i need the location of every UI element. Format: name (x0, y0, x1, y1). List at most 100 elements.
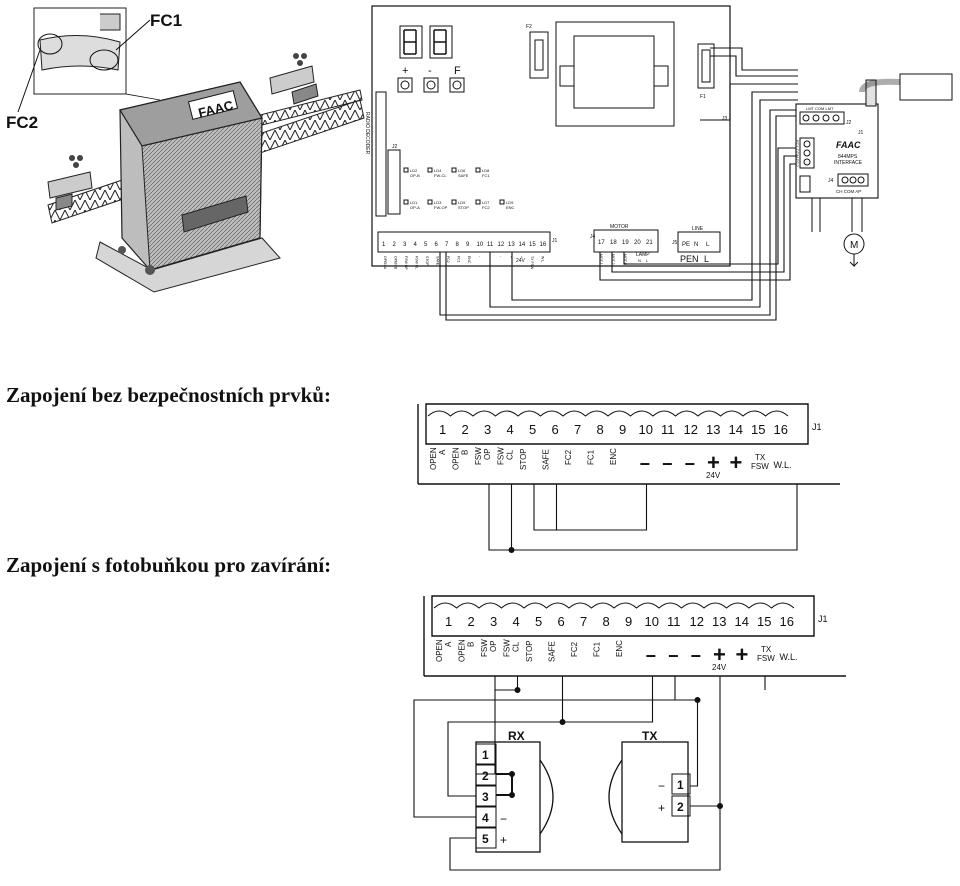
d1-terminal-4: 4 (507, 422, 514, 437)
board-j1-terminal-15: 15 (529, 242, 536, 248)
board-key-label-1: - (428, 65, 432, 77)
board-key-1 (423, 77, 439, 93)
d1-func-2-0: FSW (474, 447, 483, 465)
led-id-0: LD2 (410, 168, 418, 173)
d1-terminal-11: 11 (661, 422, 675, 437)
d2-volt: 24V (712, 663, 727, 672)
d2-terminal-3: 3 (490, 614, 497, 629)
motor-terminal-block (593, 229, 659, 253)
d2-wire-safe-to-rx3 (447, 676, 564, 797)
line-terminal-N: N (694, 242, 698, 248)
d1-func-2-1: OP (483, 448, 492, 460)
d1-volt: 24V (706, 471, 721, 480)
iface-j4-label: J4 (828, 178, 834, 184)
d1-func-1-0: OPEN (452, 447, 461, 470)
iface-j4-block (837, 173, 869, 187)
led-id-4: LD1 (410, 200, 418, 205)
iface-j5-block (799, 175, 811, 193)
d1-terminal-10: 10 (639, 422, 653, 437)
fc2-callout: FC2 (6, 113, 38, 132)
led-name-4: OP-A (410, 205, 420, 210)
rx-terminal-box-1 (475, 743, 497, 765)
d2-strip-box (431, 595, 815, 637)
d2-terminal-4: 4 (513, 614, 520, 629)
d2-func-0-0: OPEN (435, 639, 444, 662)
d1-func-14-b: FSW (751, 462, 769, 471)
led-name-6: STOP (458, 205, 469, 210)
d2-func-15: W.L. (780, 652, 798, 662)
iface-j1-label: J1 (858, 130, 864, 136)
board-j1-terminal-6: 6 (435, 242, 439, 248)
board-j1-terminal-13: 13 (508, 242, 515, 248)
board-key-label-2: F (454, 65, 461, 77)
board-j1-terminal-10: 10 (477, 242, 484, 248)
d2-func-3-0: FSW (503, 639, 512, 657)
lamp-func-1: L (646, 258, 649, 263)
d1-func-11: − (685, 454, 696, 474)
d1-func-8-0: ENC (609, 448, 618, 465)
d2-wire-fsw-op-to-rx2 (476, 690, 496, 775)
d2-terminal-11: 11 (667, 614, 681, 629)
led-box-1 (427, 167, 433, 173)
lamp-func-0: N (638, 258, 641, 263)
d1-terminal-7: 7 (574, 422, 581, 437)
j2-label: J2 (392, 144, 398, 150)
j5-label: J5 (672, 240, 678, 246)
led-name-5: FW-OP (434, 205, 448, 210)
rx-terminal-3: 3 (482, 790, 489, 804)
motor-terminal-17: 17 (598, 240, 605, 246)
d2-func-2-0: FSW (480, 639, 489, 657)
led-name-3: FC1 (482, 173, 490, 178)
board-interface-wiring (439, 47, 798, 321)
base-bolt (145, 265, 155, 275)
iface-j2-funcs: LMT COM LMT (806, 106, 834, 111)
d2-terminal-14: 14 (735, 614, 749, 629)
motor-func-0: MOT 1 (599, 254, 603, 265)
d2-func-12: + (713, 642, 726, 667)
lamp-label: LAMP (636, 252, 650, 258)
rx-sign-4: − (500, 812, 507, 826)
d1-wire-fsw-op-cl-link (488, 484, 513, 551)
board-key-2 (449, 77, 465, 93)
d2-func-10: − (668, 646, 679, 666)
radio-decoder-slot (375, 91, 387, 217)
motor-symbol-text: M (850, 240, 858, 251)
motor-label: MOTOR (610, 224, 629, 230)
board-key-button-0 (400, 80, 410, 90)
rx-sign-5: + (500, 833, 507, 847)
tx-lens (608, 759, 623, 835)
motor-terminal-21: 21 (646, 240, 653, 246)
board-j1-terminal-12: 12 (498, 242, 505, 248)
board-j1-func-1: OPEN B (394, 256, 398, 270)
board-key-button-2 (452, 80, 462, 90)
board-j1-func-11: - (499, 256, 503, 258)
led-id-2: LD6 (458, 168, 466, 173)
d1-func-7-0: FC1 (587, 449, 596, 465)
d2-terminal-12: 12 (690, 614, 704, 629)
d2-terminal-5: 5 (535, 614, 542, 629)
fuse-f2-body (534, 39, 544, 71)
operator-side (141, 117, 263, 271)
d2-terminal-16: 16 (780, 614, 794, 629)
gate-operator-illustration: FC1 FC2 FAAC (6, 7, 365, 293)
d2-func-3-1: CL (512, 641, 521, 652)
led-id-5: LD3 (434, 200, 442, 205)
seven-seg-1 (399, 25, 423, 59)
iface-cable (865, 79, 877, 107)
board-j1-terminal-3: 3 (403, 242, 407, 248)
d1-terminal-5: 5 (529, 422, 536, 437)
board-j1-func-3: FSW CL (415, 256, 419, 269)
fc2-leader (17, 49, 41, 113)
iface-j3-block (799, 137, 815, 169)
d2-func-14-a: TX (761, 645, 772, 654)
rx-terminal-4: 4 (482, 811, 489, 825)
d1-func-0-1: A (438, 449, 447, 455)
fuse-f2 (529, 31, 549, 79)
board-j1-func-8: ENC (467, 256, 471, 264)
board-j1-terminal-14: 14 (519, 242, 526, 248)
line-terminal-below-N: N (692, 254, 699, 264)
rx-title: RX (508, 729, 525, 743)
encoder-box (899, 73, 953, 101)
